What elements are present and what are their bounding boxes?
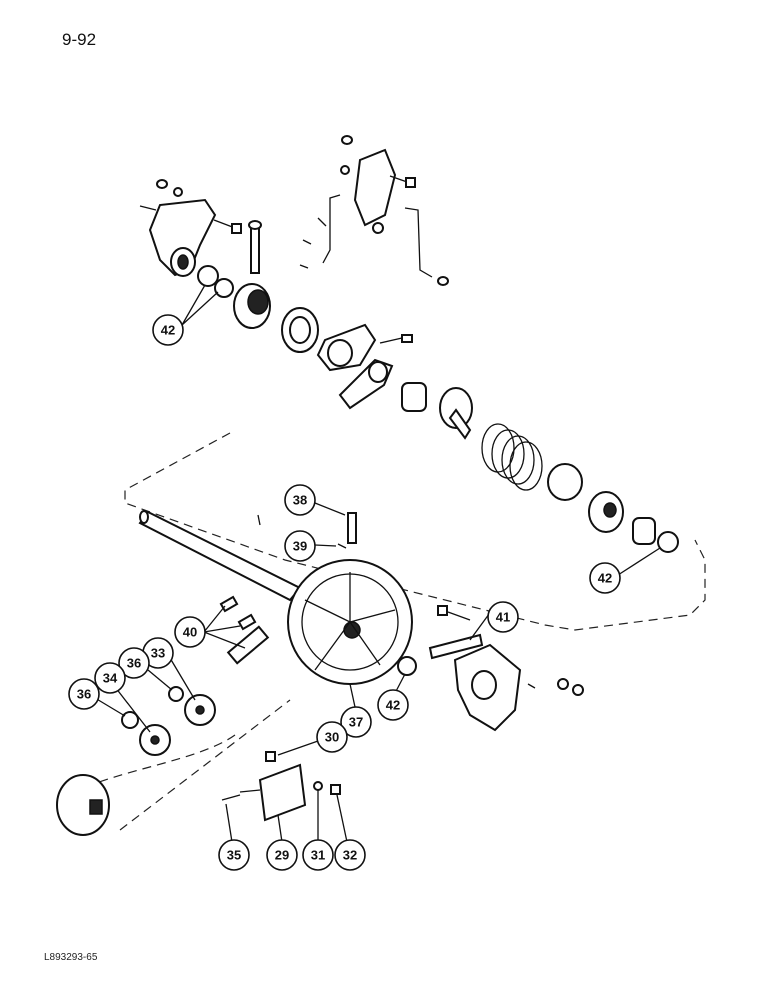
callout-31: 31 xyxy=(302,839,334,871)
callout-37: 37 xyxy=(340,706,372,738)
callout-30: 30 xyxy=(316,721,348,753)
svg-text:32: 32 xyxy=(343,848,357,863)
callout-34: 34 xyxy=(94,662,126,694)
bushing xyxy=(401,382,427,412)
svg-text:33: 33 xyxy=(151,646,165,661)
clutch-hub xyxy=(439,387,473,440)
bushing-right xyxy=(632,517,656,545)
bolt xyxy=(265,751,276,762)
callout-41: 41 xyxy=(487,601,519,633)
washer-a xyxy=(168,686,184,702)
assembly-outline xyxy=(124,432,706,631)
drive-sprocket xyxy=(56,774,110,836)
washer-upper-2 xyxy=(214,278,234,298)
svg-text:29: 29 xyxy=(275,848,289,863)
svg-text:41: 41 xyxy=(496,610,510,625)
callout-39: 39 xyxy=(284,530,316,562)
svg-text:42: 42 xyxy=(386,698,400,713)
bearing-housing xyxy=(453,643,522,732)
svg-text:40: 40 xyxy=(183,625,197,640)
pin-small xyxy=(221,794,241,801)
pin xyxy=(347,512,357,544)
svg-text:31: 31 xyxy=(311,848,325,863)
upper-pin xyxy=(248,220,262,274)
svg-text:36: 36 xyxy=(77,687,91,702)
svg-text:36: 36 xyxy=(127,656,141,671)
washer-right xyxy=(657,531,679,553)
chain-links xyxy=(219,595,270,665)
figure-code: L893293-65 xyxy=(44,952,98,963)
washer-b xyxy=(121,711,139,729)
washer-upper-1 xyxy=(197,265,219,287)
spring xyxy=(481,423,543,491)
small-key xyxy=(257,514,261,526)
shaft xyxy=(138,510,302,602)
plate-bolt-head xyxy=(437,605,448,616)
nut xyxy=(330,784,341,795)
svg-text:38: 38 xyxy=(293,493,307,508)
svg-text:37: 37 xyxy=(349,715,363,730)
clutch-sprocket xyxy=(233,283,271,329)
large-sprocket xyxy=(287,559,413,685)
callout-38: 38 xyxy=(284,484,316,516)
friction-disc xyxy=(281,307,319,353)
callout-36-b: 36 xyxy=(68,678,100,710)
plate xyxy=(428,633,484,660)
spring-plate xyxy=(547,463,583,501)
callout-35: 35 xyxy=(218,839,250,871)
upper-left-bracket xyxy=(139,179,242,277)
callout-42-upper: 42 xyxy=(152,314,184,346)
cotter-pin xyxy=(337,543,347,549)
svg-text:35: 35 xyxy=(227,848,241,863)
svg-text:42: 42 xyxy=(161,323,175,338)
callout-40: 40 xyxy=(174,616,206,648)
drive-chain-path xyxy=(79,699,291,831)
upper-right-bracket xyxy=(299,135,449,286)
right-sprocket xyxy=(588,491,624,533)
leader-lines xyxy=(94,284,661,843)
callout-36-a: 36 xyxy=(118,647,150,679)
sprocket-idler xyxy=(184,694,216,726)
callout-42-lower: 42 xyxy=(377,689,409,721)
washer-lower xyxy=(397,656,417,676)
svg-text:39: 39 xyxy=(293,539,307,554)
sprocket-small xyxy=(139,724,171,756)
page-number: 9-92 xyxy=(62,30,97,49)
callout-29: 29 xyxy=(266,839,298,871)
callout-42-right: 42 xyxy=(589,562,621,594)
lock-washer xyxy=(313,781,323,791)
svg-text:42: 42 xyxy=(598,571,612,586)
clutch-lever xyxy=(338,358,394,410)
callout-32: 32 xyxy=(334,839,366,871)
svg-text:30: 30 xyxy=(325,730,339,745)
svg-text:34: 34 xyxy=(103,671,118,686)
clutch-cam xyxy=(316,323,413,372)
bracket-plate xyxy=(239,763,307,822)
